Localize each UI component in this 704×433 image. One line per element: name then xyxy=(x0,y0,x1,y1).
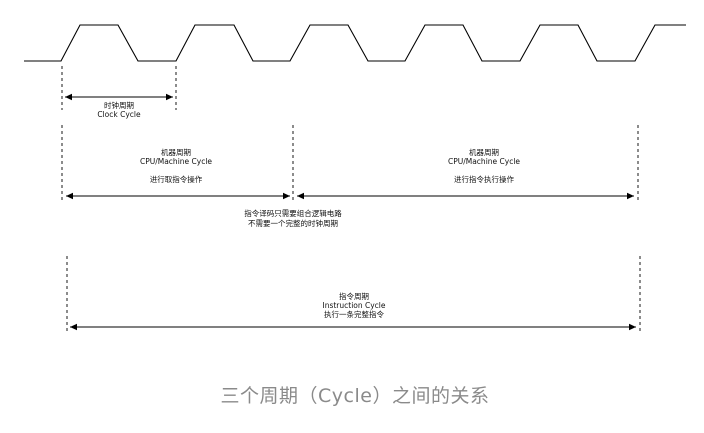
machine-cycle-right-desc: 进行指令执行操作 xyxy=(454,174,514,184)
figure-caption: 三个周期（Cycle）之间的关系 xyxy=(221,385,490,407)
clock-waveform xyxy=(24,24,686,62)
machine-cycle-left-label-en: CPU/Machine Cycle xyxy=(140,157,212,166)
machine-cycle-right-label-en: CPU/Machine Cycle xyxy=(448,157,520,166)
instruction-cycle-label-en: Instruction Cycle xyxy=(322,301,385,310)
instruction-cycle-label-zh: 指令周期 xyxy=(339,291,369,301)
machine-cycle-right-label-zh: 机器周期 xyxy=(469,147,499,157)
instruction-cycle-desc: 执行一条完整指令 xyxy=(324,309,384,319)
clock-cycle-label-zh: 时钟周期 xyxy=(104,100,134,110)
decode-note-line1: 指令译码只需要组合逻辑电路 xyxy=(244,208,342,218)
machine-cycle-left-desc: 进行取指令操作 xyxy=(150,174,203,184)
decode-note-line2: 不需要一个完整的时钟周期 xyxy=(248,218,338,228)
machine-cycle-left-label-zh: 机器周期 xyxy=(161,147,191,157)
dashed-guides xyxy=(61,66,641,333)
clock-cycle-label-en: Clock Cycle xyxy=(97,110,141,119)
